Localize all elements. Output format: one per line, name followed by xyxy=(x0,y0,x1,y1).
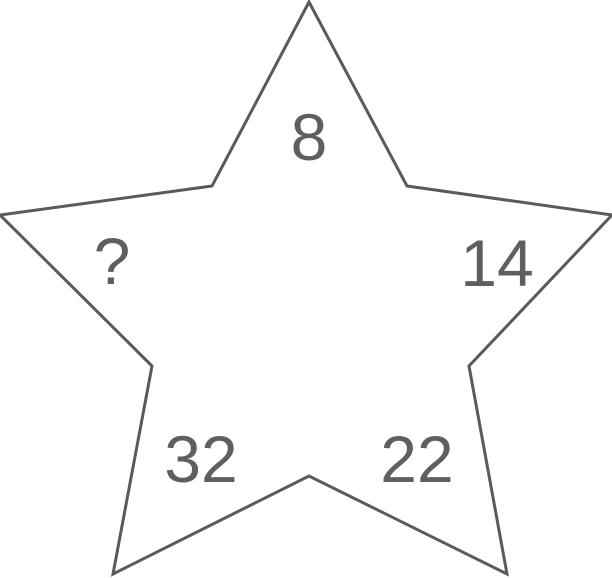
star-number-left: ? xyxy=(94,224,131,298)
star-number-top: 8 xyxy=(291,100,328,174)
star-number-right: 14 xyxy=(460,226,533,300)
star-number-bottom-right: 22 xyxy=(380,422,453,496)
star-number-bottom-left: 32 xyxy=(164,422,237,496)
